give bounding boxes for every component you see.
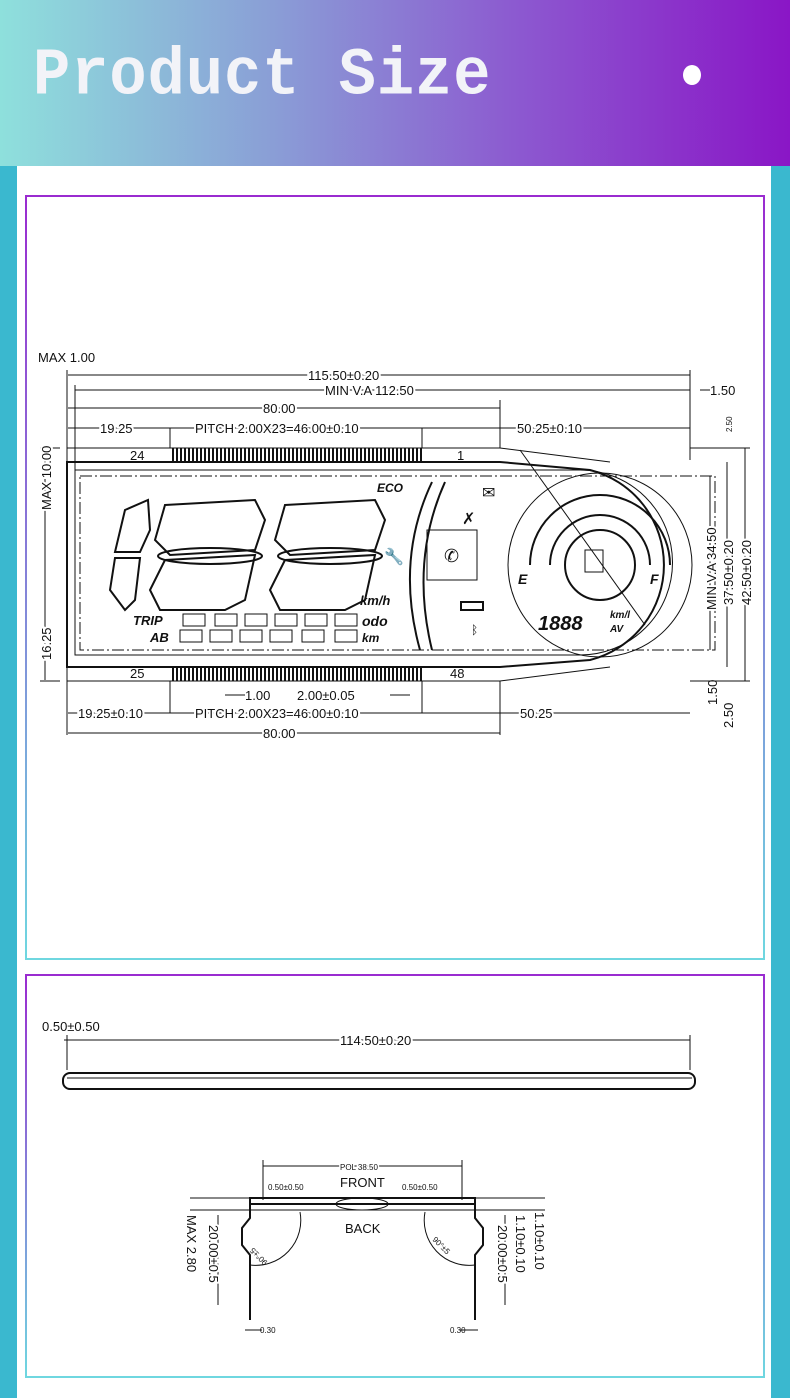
dim-right-offset-top: 50.25±0.10 [517,421,582,436]
lcd-labels: ECO km/h TRIP odo AB km km/l AV E F [133,481,659,645]
lcd-empty: E [518,571,528,587]
dim-max-height: MAX 10.00 [39,446,54,510]
lcd-km: km [362,631,380,645]
dim-pitch-top: PITCH 2.00X23=46.00±0.10 [195,421,359,436]
dim-bottom-margin2: 2.50 [721,703,736,728]
lcd-outline [66,447,716,682]
side-glass [62,1035,696,1090]
pin-label-48: 48 [450,666,464,681]
lcd-trip: TRIP [133,613,163,628]
pin-cross-section [190,1160,545,1331]
dim-bottom-margin: 1.50 [705,680,720,705]
speed-digits [108,498,387,612]
side-labels: POL 38.50 FRONT BACK 0.50±0.50 0.50±0.50… [184,1162,547,1336]
lcd-kml: km/l [610,610,630,621]
dim-glass-t2: 1.10±0.10 [532,1212,547,1270]
dim-min-va-width: MIN V.A 112.50 [325,383,414,398]
battery-icon [460,601,484,611]
dim-pin-len-right: 20.00±0.5 [495,1225,510,1283]
dim-pin-width: 1.00 [245,688,270,703]
dim-pin-len-left: 20.00±0.5 [206,1225,221,1283]
pin-label-25: 25 [130,666,144,681]
arc-bar [408,481,446,651]
fuel-digits: 1888 [538,613,583,635]
phone-box [426,529,478,581]
top-pin-row [170,448,422,462]
top-view-panel [25,195,765,960]
dim-right-small: 2.50 [725,416,734,432]
dim-pin-t-right: 0.30 [450,1326,466,1335]
mail-icon: ✉ [482,485,495,502]
dim-overall-height: 42.50±0.20 [739,540,754,605]
dim-left-lower: 16.25 [39,627,54,660]
dim-pin-span-bottom: 80.00 [263,726,296,741]
dim-left-offset-top: 19.25 [100,421,133,436]
bluetooth-icon: ᛒ [471,623,478,637]
label-front: FRONT [340,1175,385,1190]
lcd-kmh: km/h [360,593,390,608]
bullet-dot [683,65,701,85]
dimension-labels: MAX 1.00 115.50±0.20 MIN V.A 112.50 80.0… [37,350,756,743]
dim-side-width: 114.50±0.20 [340,1033,411,1048]
dim-left-offset-bottom: 19.25±0.10 [78,706,143,721]
missed-call-icon: ✗ [462,511,475,528]
lcd-ab: AB [149,630,169,645]
dim-pol: POL 38.50 [340,1163,379,1172]
lcd-eco: ECO [377,481,404,495]
odo-segments [179,613,358,643]
dim-max-2-80: MAX 2.80 [184,1215,199,1272]
header-banner: Product Size [0,0,790,166]
dim-pin-span-top: 80.00 [263,401,296,416]
dim-max-thickness: MAX 1.00 [38,350,95,365]
fuel-gauge [507,449,693,658]
side-view-panel [25,974,765,1378]
bottom-pin-row [170,667,422,681]
pin-baselines [67,447,500,682]
pin-label-24: 24 [130,448,144,463]
dim-pol-right: 0.50±0.50 [402,1183,438,1192]
dim-min-va-height: MIN V.A 34.50 [704,527,719,610]
lcd-odo: odo [362,613,388,629]
dim-angle-right: 90°±5 [431,1235,453,1257]
dim-pin-pitch: 2.00±0.05 [297,688,355,703]
dim-angle-left: 90°±5 [248,1245,270,1267]
label-back: BACK [345,1221,381,1236]
dim-pin-t-left: 0.30 [260,1326,276,1335]
pin-label-1: 1 [457,448,464,463]
dim-glass-height: 37.50±0.20 [721,540,736,605]
dim-pitch-bottom: PITCH 2.00X23=46.00±0.10 [195,706,359,721]
dim-right-offset-bottom: 50.25 [520,706,553,721]
dim-right-margin: 1.50 [710,383,735,398]
dim-overall-width: 115.50±0.20 [308,368,379,383]
dim-side-left-offset: 0.50±0.50 [42,1019,100,1034]
dim-glass-t1: 1.10±0.10 [513,1215,528,1273]
wrench-icon: 🔧 [384,547,404,566]
lcd-full: F [650,571,659,587]
page-title: Product Size [33,37,492,114]
dimension-lines [40,370,750,735]
lcd-av: AV [609,624,624,635]
dim-pol-left: 0.50±0.50 [268,1183,304,1192]
phone-icon: ✆ [444,546,459,566]
